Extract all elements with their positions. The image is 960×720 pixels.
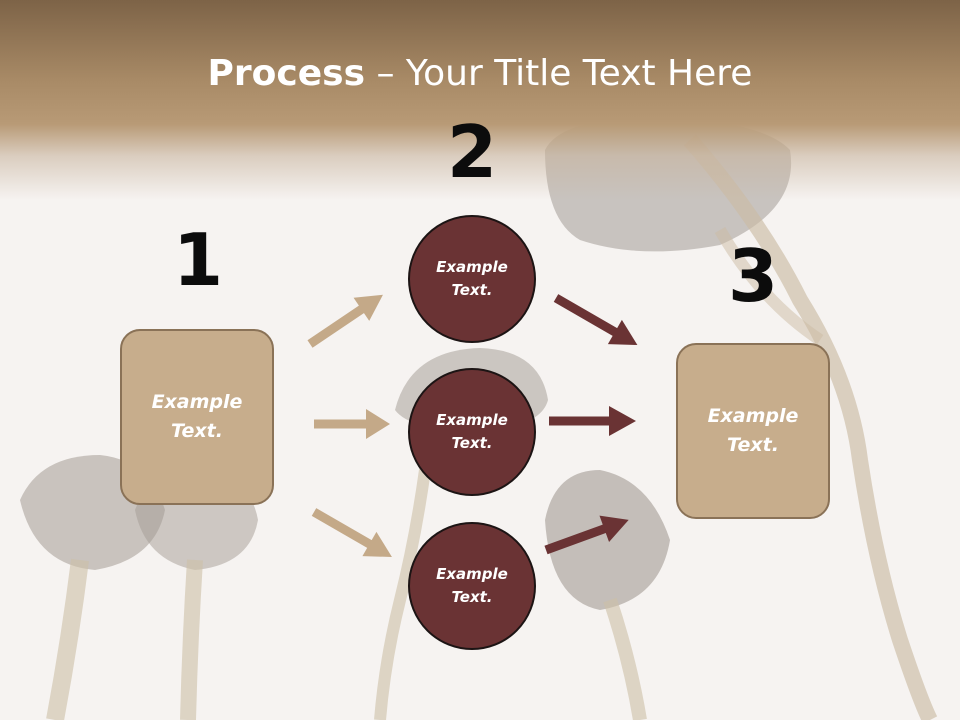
step-number-3: 3 — [727, 234, 779, 318]
step-number-1: 1 — [172, 218, 224, 302]
circle-middle: Example Text. — [408, 368, 536, 496]
slide-title: Process – Your Title Text Here — [0, 52, 960, 96]
step-3-box: Example Text. — [676, 343, 830, 519]
circle-bottom-text: Example Text. — [436, 565, 508, 606]
circle-top-text: Example Text. — [436, 258, 508, 299]
header-band — [0, 0, 960, 200]
circle-middle-text: Example Text. — [436, 411, 508, 452]
circle-bottom: Example Text. — [408, 522, 536, 650]
title-bold: Process — [207, 53, 366, 94]
title-rest: – Your Title Text Here — [365, 53, 753, 94]
step-3-box-text: Example Text. — [707, 405, 799, 456]
circle-top: Example Text. — [408, 215, 536, 343]
step-1-box: Example Text. — [120, 329, 274, 505]
step-number-2: 2 — [446, 110, 498, 194]
step-1-box-text: Example Text. — [151, 391, 243, 442]
